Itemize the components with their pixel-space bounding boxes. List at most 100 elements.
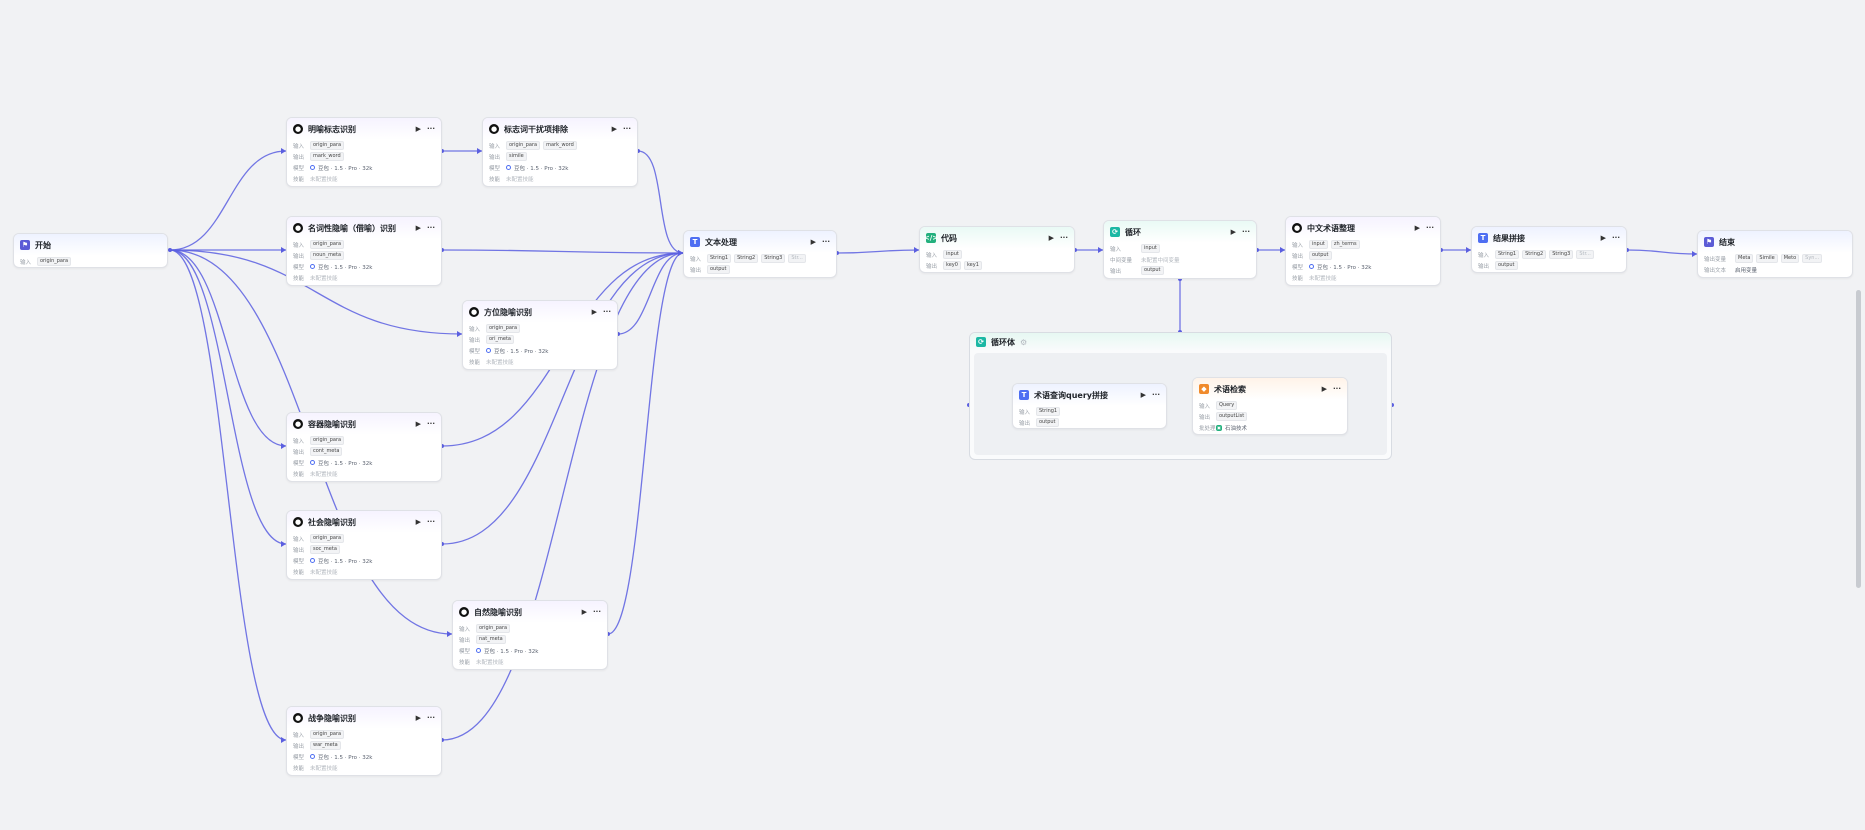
cont-meta-node[interactable]: ● 容器隐喻识别 ▶··· 输入origin_para 输出cont_meta …	[286, 412, 442, 482]
more-dots-icon[interactable]: ···	[427, 518, 435, 526]
vertical-scrollbar[interactable]	[1856, 290, 1861, 588]
llm-model-icon: ●	[293, 713, 303, 723]
variable-tag: origin_para	[310, 534, 344, 543]
mark-filter-node[interactable]: ● 标志词干扰项排除 ▶··· 输入origin_paramark_word 输…	[482, 117, 638, 187]
settings-icon[interactable]: ⚙	[1020, 338, 1027, 347]
play-icon[interactable]: ▶	[416, 714, 421, 722]
war-meta-node[interactable]: ● 战争隐喻识别 ▶··· 输入origin_para 输出war_meta 模…	[286, 706, 442, 776]
node-title: 结果拼接	[1493, 233, 1596, 244]
input-label: 输入	[690, 255, 704, 263]
play-icon[interactable]: ▶	[582, 608, 587, 616]
variable-tag: String1	[707, 254, 731, 263]
more-dots-icon[interactable]: ···	[603, 308, 611, 316]
loop-icon: ⟳	[1110, 227, 1120, 237]
ori-meta-node[interactable]: ● 方位隐喻识别 ▶··· 输入origin_para 输出ori_meta 模…	[462, 300, 618, 370]
output-label: 输出	[926, 262, 940, 270]
input-label: 输入	[469, 325, 483, 333]
soc-meta-node[interactable]: ● 社会隐喻识别 ▶··· 输入origin_para 输出soc_meta 模…	[286, 510, 442, 580]
model-icon	[310, 558, 315, 563]
model-label: 模型	[293, 164, 307, 172]
play-icon[interactable]: ▶	[612, 125, 617, 133]
more-dots-icon[interactable]: ···	[1242, 228, 1250, 236]
node-title: 结束	[1719, 237, 1846, 248]
output-label: 输出变量	[1704, 255, 1732, 263]
play-icon[interactable]: ▶	[592, 308, 597, 316]
more-dots-icon[interactable]: ···	[1333, 385, 1341, 393]
llm-model-icon: ●	[489, 124, 499, 134]
play-icon[interactable]: ▶	[1231, 228, 1236, 236]
play-icon[interactable]: ▶	[416, 224, 421, 232]
model-label: 模型	[1292, 263, 1306, 271]
more-dots-icon[interactable]: ···	[427, 125, 435, 133]
edge-line	[442, 253, 683, 544]
variable-tag: noun_meta	[310, 251, 344, 260]
noun-meta-node[interactable]: ● 名词性隐喻（借喻）识别 ▶··· 输入origin_para 输出noun_…	[286, 216, 442, 286]
model-name: 豆包 · 1.5 · Pro · 32k	[318, 263, 372, 271]
input-label: 输入	[293, 437, 307, 445]
play-icon[interactable]: ▶	[1049, 234, 1054, 242]
variable-tag: output	[1036, 418, 1059, 427]
text-process-icon: T	[690, 237, 700, 247]
more-dots-icon[interactable]: ···	[427, 224, 435, 232]
text-process-node[interactable]: T 文本处理 ▶··· 输入String1String2String3Str..…	[683, 230, 837, 278]
node-title: 自然隐喻识别	[474, 607, 577, 618]
play-icon[interactable]: ▶	[416, 518, 421, 526]
output-label: 输出	[469, 336, 483, 344]
more-dots-icon[interactable]: ···	[427, 420, 435, 428]
play-icon[interactable]: ▶	[1322, 385, 1327, 393]
play-icon[interactable]: ▶	[1415, 224, 1420, 232]
end-node[interactable]: ⚑ 结束 输出变量MetaSimileMetoSyn... 输出文本启用变量	[1697, 230, 1853, 278]
llm-model-icon: ●	[1292, 223, 1302, 233]
skills-value: 未配置技能	[486, 358, 514, 366]
variable-tag: Syn...	[1802, 254, 1822, 263]
more-dots-icon[interactable]: ···	[1426, 224, 1434, 232]
code-node[interactable]: </> 代码 ▶··· 输入input 输出key0key1	[919, 226, 1075, 273]
variable-tag: input	[943, 250, 962, 259]
more-dots-icon[interactable]: ···	[427, 714, 435, 722]
more-dots-icon[interactable]: ···	[1152, 391, 1160, 399]
text-process-icon: T	[1019, 390, 1029, 400]
start-node[interactable]: ⚑ 开始 输入origin_para	[13, 233, 168, 268]
variable-tag: String2	[734, 254, 758, 263]
more-dots-icon[interactable]: ···	[593, 608, 601, 616]
merge-node[interactable]: T 结果拼接 ▶··· 输入String1String2String3Str..…	[1471, 226, 1627, 273]
node-title: 明喻标志识别	[308, 124, 411, 135]
play-icon[interactable]: ▶	[811, 238, 816, 246]
node-title: 开始	[35, 240, 161, 251]
edge-line	[170, 250, 286, 446]
variable-tag: key0	[943, 261, 961, 270]
play-icon[interactable]: ▶	[416, 420, 421, 428]
more-dots-icon[interactable]: ···	[822, 238, 830, 246]
edge-line	[837, 250, 919, 253]
variable-tag: origin_para	[476, 624, 510, 633]
play-icon[interactable]: ▶	[416, 125, 421, 133]
skills-label: 技能	[293, 175, 307, 183]
more-dots-icon[interactable]: ···	[1060, 234, 1068, 242]
nat-meta-node[interactable]: ● 自然隐喻识别 ▶··· 输入origin_para 输出nat_meta 模…	[452, 600, 608, 670]
more-dots-icon[interactable]: ···	[1612, 234, 1620, 242]
variable-tag: output	[1141, 266, 1164, 275]
loop-node[interactable]: ⟳ 循环 ▶··· 输入input 中间变量未配置中间变量 输出output	[1103, 220, 1257, 279]
mark-noun-node[interactable]: ● 明喻标志识别 ▶··· 输入origin_para 输出mark_word …	[286, 117, 442, 187]
model-name: 豆包 · 1.5 · Pro · 32k	[494, 347, 548, 355]
variable-tag: origin_para	[486, 324, 520, 333]
variable-tag: origin_para	[310, 730, 344, 739]
node-title: 标志词干扰项排除	[504, 124, 607, 135]
variable-tag: ori_meta	[486, 335, 514, 344]
play-icon[interactable]: ▶	[1141, 391, 1146, 399]
input-label: 输入	[1292, 241, 1306, 249]
query-concat-node[interactable]: T 术语查询query拼接 ▶··· 输入String1 输出output	[1012, 383, 1167, 429]
more-dots-icon[interactable]: ···	[623, 125, 631, 133]
plugin-icon: ◆	[1199, 384, 1209, 394]
play-icon[interactable]: ▶	[1601, 234, 1606, 242]
model-label: 模型	[293, 557, 307, 565]
input-label: 输入	[489, 142, 503, 150]
term-sort-node[interactable]: ● 中文术语整理 ▶··· 输入inputzh_terms 输出output 模…	[1285, 216, 1441, 286]
model-icon	[506, 165, 511, 170]
llm-model-icon: ●	[293, 419, 303, 429]
llm-model-icon: ●	[293, 517, 303, 527]
model-icon	[310, 754, 315, 759]
term-search-node[interactable]: ◆ 术语检索 ▶··· 输入Query 输出outputList 批处理▣石油技…	[1192, 377, 1348, 435]
edge-line	[618, 253, 683, 334]
